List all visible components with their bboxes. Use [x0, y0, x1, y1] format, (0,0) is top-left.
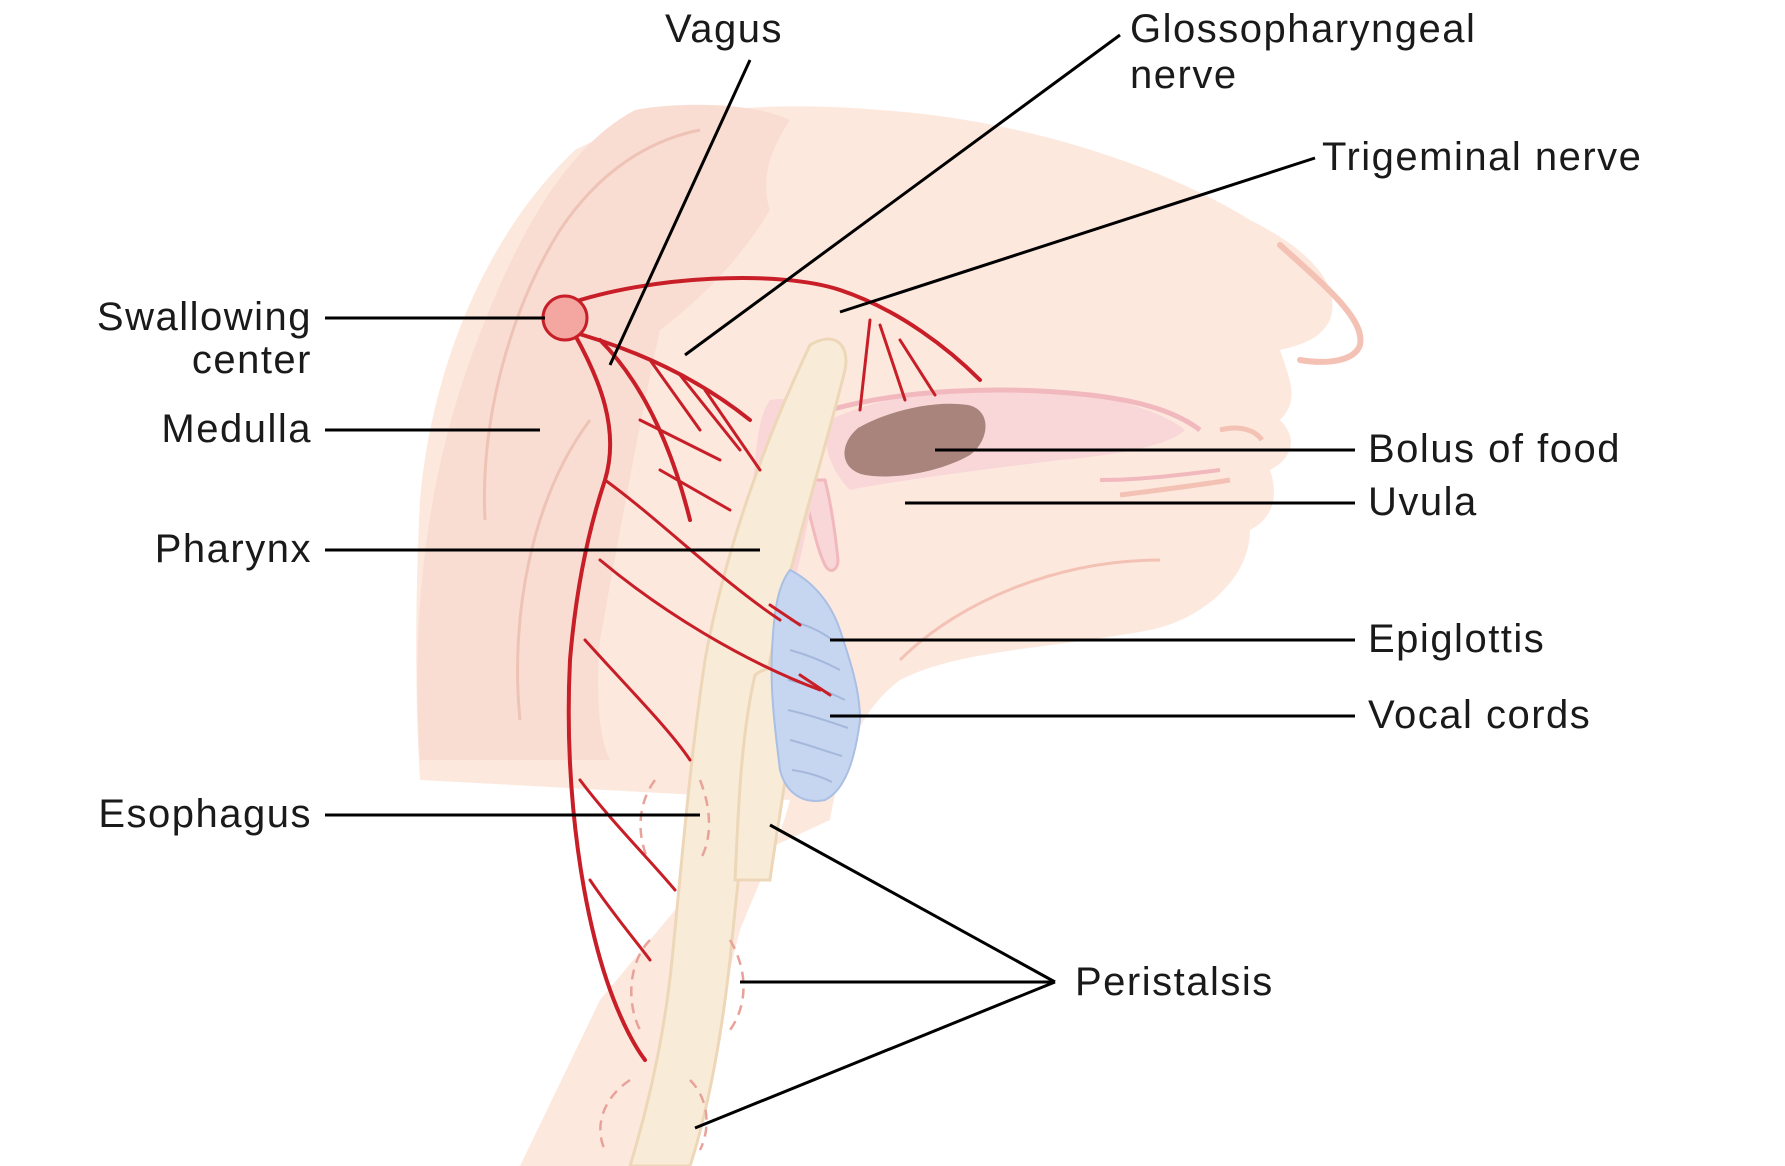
head-and-neck-silhouette	[416, 105, 1360, 1166]
leader-peristalsis-3	[695, 982, 1055, 1128]
label-swallowing-center-line1: Swallowing	[97, 295, 312, 339]
label-trigeminal: Trigeminal nerve	[1322, 135, 1642, 179]
label-glossopharyngeal-line1: Glossopharyngeal	[1130, 7, 1476, 51]
label-epiglottis: Epiglottis	[1368, 617, 1545, 661]
label-uvula: Uvula	[1368, 480, 1478, 524]
label-pharynx: Pharynx	[155, 527, 312, 571]
label-vagus: Vagus	[665, 7, 783, 51]
swallowing-center-node	[543, 296, 587, 340]
label-swallowing-center-line2: center	[192, 338, 312, 382]
label-esophagus: Esophagus	[98, 792, 312, 836]
label-bolus-of-food: Bolus of food	[1368, 427, 1621, 471]
label-peristalsis: Peristalsis	[1075, 960, 1274, 1004]
label-medulla: Medulla	[161, 407, 312, 451]
label-glossopharyngeal-line2: nerve	[1130, 53, 1238, 97]
leader-peristalsis-1	[770, 825, 1055, 982]
label-vocal-cords: Vocal cords	[1368, 693, 1591, 737]
